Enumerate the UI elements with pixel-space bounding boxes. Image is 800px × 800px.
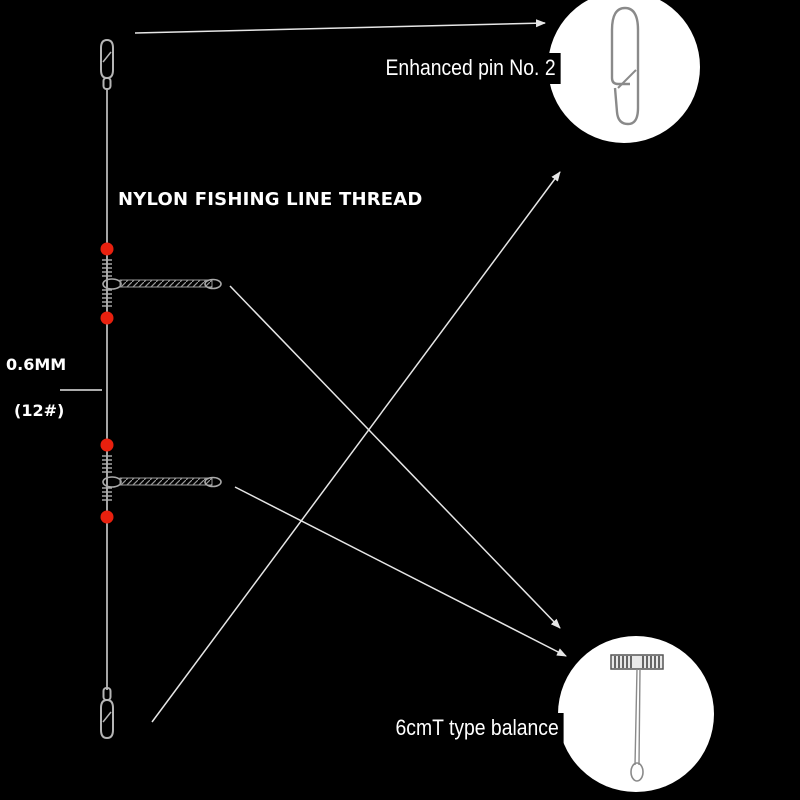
lower-branch [102, 455, 222, 501]
bottom-snap-icon [100, 687, 114, 740]
bead-3 [100, 438, 114, 452]
balance-inset [558, 636, 714, 792]
product-title: NYLON FISHING LINE THREAD [118, 189, 423, 210]
diameter-label: 0.6MM [6, 355, 67, 374]
enhanced-pin-icon [610, 6, 640, 126]
arrow-lower-branch [234, 486, 567, 657]
t-balance-icon [610, 654, 664, 782]
pin-inset [548, 0, 700, 143]
top-snap-icon [100, 38, 114, 90]
balance-caption: 6cmT type balance [392, 713, 565, 744]
upper-branch [102, 259, 222, 307]
arrow-diagonal-up [151, 171, 561, 723]
arrow-upper-branch [229, 285, 561, 629]
pin-caption: Enhanced pin No. 2 [382, 53, 561, 84]
bead-1 [100, 242, 114, 256]
bead-4 [100, 510, 114, 524]
arrow-to-pin [134, 19, 546, 34]
bead-2 [100, 311, 114, 325]
size-label: (12#) [14, 401, 65, 420]
